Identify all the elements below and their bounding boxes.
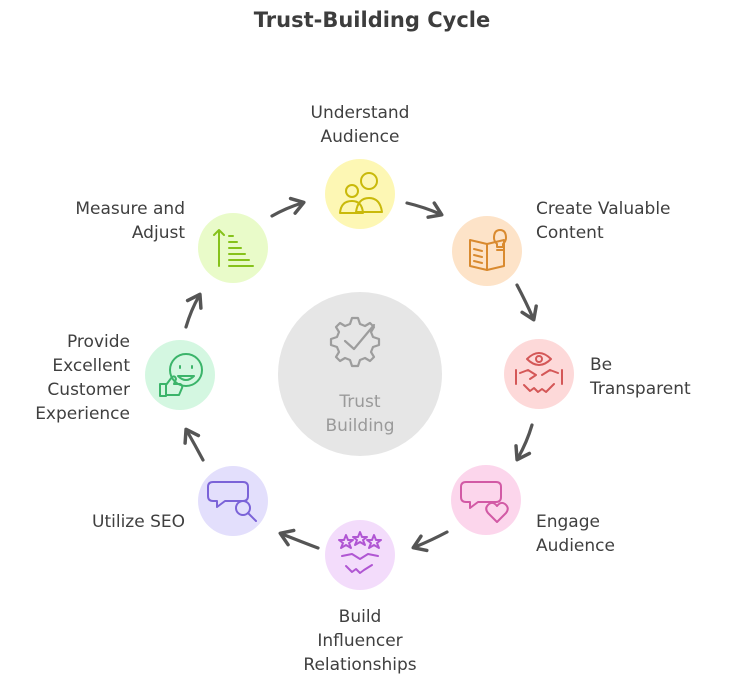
label-line: Create Valuable: [536, 199, 671, 219]
label-be-transparent: Be Transparent: [590, 353, 730, 401]
center-circle: [278, 292, 442, 456]
label-line: Understand: [310, 103, 410, 123]
center-label: Trust Building: [300, 390, 420, 438]
label-create-valuable-content: Create Valuable Content: [536, 197, 706, 245]
eye-handshake-icon: [515, 352, 563, 393]
gear-check-icon: [329, 316, 381, 368]
center-label-line1: Trust: [339, 392, 381, 412]
label-line: Adjust: [131, 223, 185, 243]
arrow-5: [278, 528, 320, 550]
label-engage-audience: Engage Audience: [536, 510, 676, 558]
step-circle-understand-audience: [325, 159, 395, 229]
ascending-list-icon: [213, 229, 254, 267]
arrow-6: [183, 427, 205, 462]
people-icon: [339, 172, 383, 214]
label-utilize-seo: Utilize SEO: [40, 510, 185, 534]
book-lightbulb-icon: [469, 229, 507, 271]
label-line: Build: [338, 607, 382, 627]
arrow-7: [184, 292, 203, 329]
label-line: Audience: [320, 127, 400, 147]
smile-thumbs-up-icon: [159, 353, 203, 397]
label-understand-audience: Understand Audience: [290, 101, 430, 149]
arrow-4: [411, 530, 449, 553]
chat-search-icon: [207, 481, 257, 522]
label-line: Relationships: [303, 655, 417, 675]
label-line: Provide: [66, 332, 130, 352]
diagram-title: Trust-Building Cycle: [253, 8, 491, 32]
step-circle-be-transparent: [504, 339, 574, 409]
label-line: Be: [590, 355, 613, 375]
arrow-2: [515, 283, 538, 322]
label-line: Influencer: [317, 631, 403, 651]
arrow-8: [270, 196, 306, 218]
label-line: Customer: [47, 380, 130, 400]
chat-heart-icon: [460, 481, 509, 523]
center-label-line2: Building: [325, 416, 395, 436]
label-line: Experience: [35, 404, 130, 424]
arrow-1: [405, 201, 444, 219]
arrow-3: [514, 423, 534, 462]
stars-handshake-icon: [338, 531, 382, 574]
label-line: Audience: [536, 536, 615, 556]
label-build-influencer-relationships: Build Influencer Relationships: [280, 605, 440, 677]
label-provide-excellent-customer-experience: Provide Excellent Customer Experience: [10, 330, 130, 426]
label-line: Transparent: [590, 379, 691, 399]
label-line: Measure and: [75, 199, 185, 219]
label-line: Excellent: [52, 356, 130, 376]
label-measure-and-adjust: Measure and Adjust: [20, 197, 185, 245]
step-circle-build-influencer-relationships: [325, 520, 395, 590]
cycle-arrows: [183, 196, 538, 553]
label-line: Utilize SEO: [92, 512, 185, 532]
label-line: Engage: [536, 512, 600, 532]
label-line: Content: [536, 223, 604, 243]
